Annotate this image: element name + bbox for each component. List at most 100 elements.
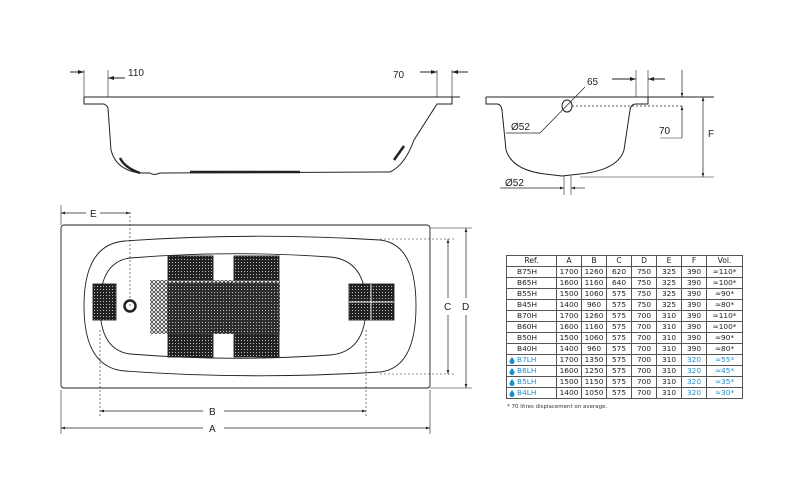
cell-a: 1700	[556, 310, 582, 322]
cell-f: 390	[681, 310, 707, 322]
cell-d: 700	[631, 321, 657, 333]
cell-ref: B55H	[506, 288, 557, 300]
cell-a: 1500	[556, 288, 582, 300]
water-drop-icon	[509, 357, 515, 364]
header-b: B	[581, 255, 607, 267]
cell-a: 1600	[556, 277, 582, 289]
cell-vol: ≈110*	[706, 266, 743, 278]
ref-text: B7LH	[517, 355, 537, 365]
cell-ref: B40H	[506, 343, 557, 355]
dim-label-e: E	[90, 209, 97, 220]
cell-e: 325	[656, 277, 682, 289]
cell-e: 310	[656, 387, 682, 399]
ref-text: B4LH	[517, 388, 537, 398]
cell-vol: ≈110*	[706, 310, 743, 322]
cell-ref: B75H	[506, 266, 557, 278]
cell-b: 960	[581, 299, 607, 311]
header-c: C	[606, 255, 632, 267]
cell-f: 320	[681, 365, 707, 377]
cell-a: 1400	[556, 387, 582, 399]
cell-c: 575	[606, 354, 632, 366]
cell-f: 390	[681, 343, 707, 355]
cell-f: 390	[681, 321, 707, 333]
cell-vol: ≈100*	[706, 277, 743, 289]
cell-a: 1700	[556, 266, 582, 278]
cell-b: 1060	[581, 332, 607, 344]
cell-ref: B65H	[506, 277, 557, 289]
cell-f: 320	[681, 387, 707, 399]
cell-ref: B6LH	[506, 365, 557, 377]
dim-overflow-offset: 65	[587, 77, 599, 88]
water-drop-icon	[509, 368, 515, 375]
cell-c: 640	[606, 277, 632, 289]
cell-ref: B5LH	[506, 376, 557, 388]
cell-vol: ≈90*	[706, 288, 743, 300]
ref-text: B50H	[517, 333, 538, 343]
cell-d: 750	[631, 299, 657, 311]
cell-vol: ≈30*	[706, 387, 743, 399]
cell-ref: B70H	[506, 310, 557, 322]
cell-ref: B4LH	[506, 387, 557, 399]
cell-a: 1600	[556, 321, 582, 333]
dim-side-left: 110	[128, 68, 144, 79]
cell-d: 700	[631, 310, 657, 322]
dim-overflow-diameter: Ø52	[511, 122, 530, 133]
header-ref: Ref.	[506, 255, 557, 267]
cell-f: 390	[681, 277, 707, 289]
water-drop-icon	[509, 390, 515, 397]
cell-b: 1260	[581, 310, 607, 322]
cell-e: 325	[656, 266, 682, 278]
dim-overflow-height: 70	[659, 126, 671, 137]
dim-label-d: D	[462, 302, 469, 313]
ref-text: B70H	[517, 311, 538, 321]
cell-vol: ≈90*	[706, 332, 743, 344]
cell-e: 310	[656, 310, 682, 322]
cell-a: 1700	[556, 354, 582, 366]
cell-d: 750	[631, 277, 657, 289]
dim-label-b: B	[209, 407, 216, 418]
cell-c: 575	[606, 310, 632, 322]
cell-a: 1400	[556, 299, 582, 311]
cell-e: 310	[656, 354, 682, 366]
cell-d: 700	[631, 387, 657, 399]
ref-text: B5LH	[517, 377, 537, 387]
ref-text: B65H	[517, 278, 538, 288]
cell-d: 700	[631, 332, 657, 344]
ref-text: B45H	[517, 300, 538, 310]
cell-c: 575	[606, 299, 632, 311]
ref-text: B55H	[517, 289, 538, 299]
cell-ref: B50H	[506, 332, 557, 344]
cell-d: 750	[631, 266, 657, 278]
cell-a: 1500	[556, 376, 582, 388]
cell-vol: ≈80*	[706, 343, 743, 355]
dim-height-f: F	[708, 129, 714, 140]
cell-e: 310	[656, 332, 682, 344]
cell-ref: B7LH	[506, 354, 557, 366]
cell-f: 320	[681, 376, 707, 388]
cell-vol: ≈100*	[706, 321, 743, 333]
header-e: E	[656, 255, 682, 267]
cell-b: 1250	[581, 365, 607, 377]
cell-d: 700	[631, 376, 657, 388]
header-vol: Vol.	[706, 255, 743, 267]
cell-c: 620	[606, 266, 632, 278]
dim-side-right: 70	[393, 70, 405, 81]
cell-a: 1500	[556, 332, 582, 344]
header-a: A	[556, 255, 582, 267]
cell-b: 1060	[581, 288, 607, 300]
cell-vol: ≈35*	[706, 376, 743, 388]
cell-f: 320	[681, 354, 707, 366]
cell-ref: B60H	[506, 321, 557, 333]
cell-d: 700	[631, 354, 657, 366]
header-f: F	[681, 255, 707, 267]
